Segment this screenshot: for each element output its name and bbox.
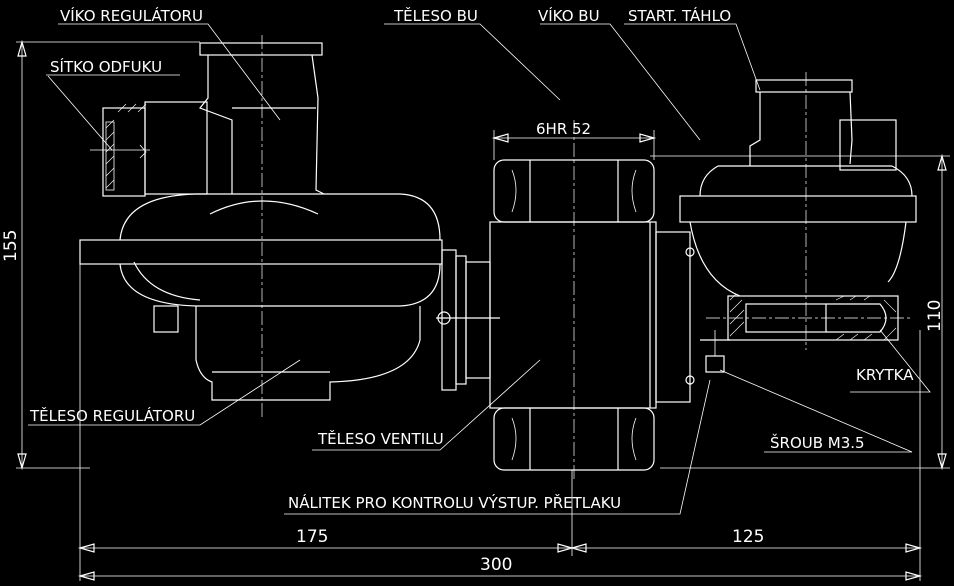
dim-width-left: 175 (296, 527, 328, 547)
label-nalitek: NÁLITEK PRO KONTROLU VÝSTUP. PŘETLAKU (288, 493, 621, 512)
bu-body (689, 221, 907, 297)
valve-side-cover (655, 231, 691, 403)
label-viko-bu: VÍKO BU (538, 6, 600, 25)
valve-body (489, 221, 657, 409)
label-krytka: KRYTKA (856, 366, 914, 384)
screw-m35 (705, 355, 725, 373)
regulator-lower-body (195, 306, 421, 401)
vent-housing (102, 107, 146, 197)
regulator-assembly (79, 35, 443, 420)
label-viko-regulatoru: VÍKO REGULÁTORU (60, 6, 203, 25)
label-sroub: ŠROUB M3.5 (770, 433, 865, 452)
valve-assembly (436, 120, 695, 480)
label-hex-size: 6HR 52 (536, 120, 591, 138)
dim-width-total: 300 (480, 555, 512, 575)
diaphragm-upper (119, 193, 441, 241)
regulator-tower (199, 54, 325, 195)
shutoff-assembly (679, 72, 917, 373)
label-teleso-bu: TĚLESO BU (393, 6, 478, 25)
label-sitko-odfuku: SÍTKO ODFUKU (50, 57, 162, 76)
label-teleso-regulatoru: TĚLESO REGULÁTORU (29, 406, 195, 425)
dimension-lines (16, 39, 950, 581)
leader-lines (28, 23, 931, 515)
bu-cover-flange (679, 195, 917, 223)
dim-height-total: 155 (1, 230, 21, 262)
vent-center (90, 144, 150, 159)
diaphragm-flange (79, 239, 443, 265)
diaphragm-lower (119, 263, 441, 307)
valve-flange (441, 249, 457, 391)
dim-width-right: 125 (732, 527, 764, 547)
dim-height-right: 110 (925, 300, 945, 332)
bu-top-flange (755, 79, 853, 93)
regulator-top-flange (199, 42, 323, 56)
label-start-tahlo: START. TÁHLO (628, 6, 731, 25)
label-teleso-ventilu: TĚLESO VENTILU (317, 429, 444, 448)
